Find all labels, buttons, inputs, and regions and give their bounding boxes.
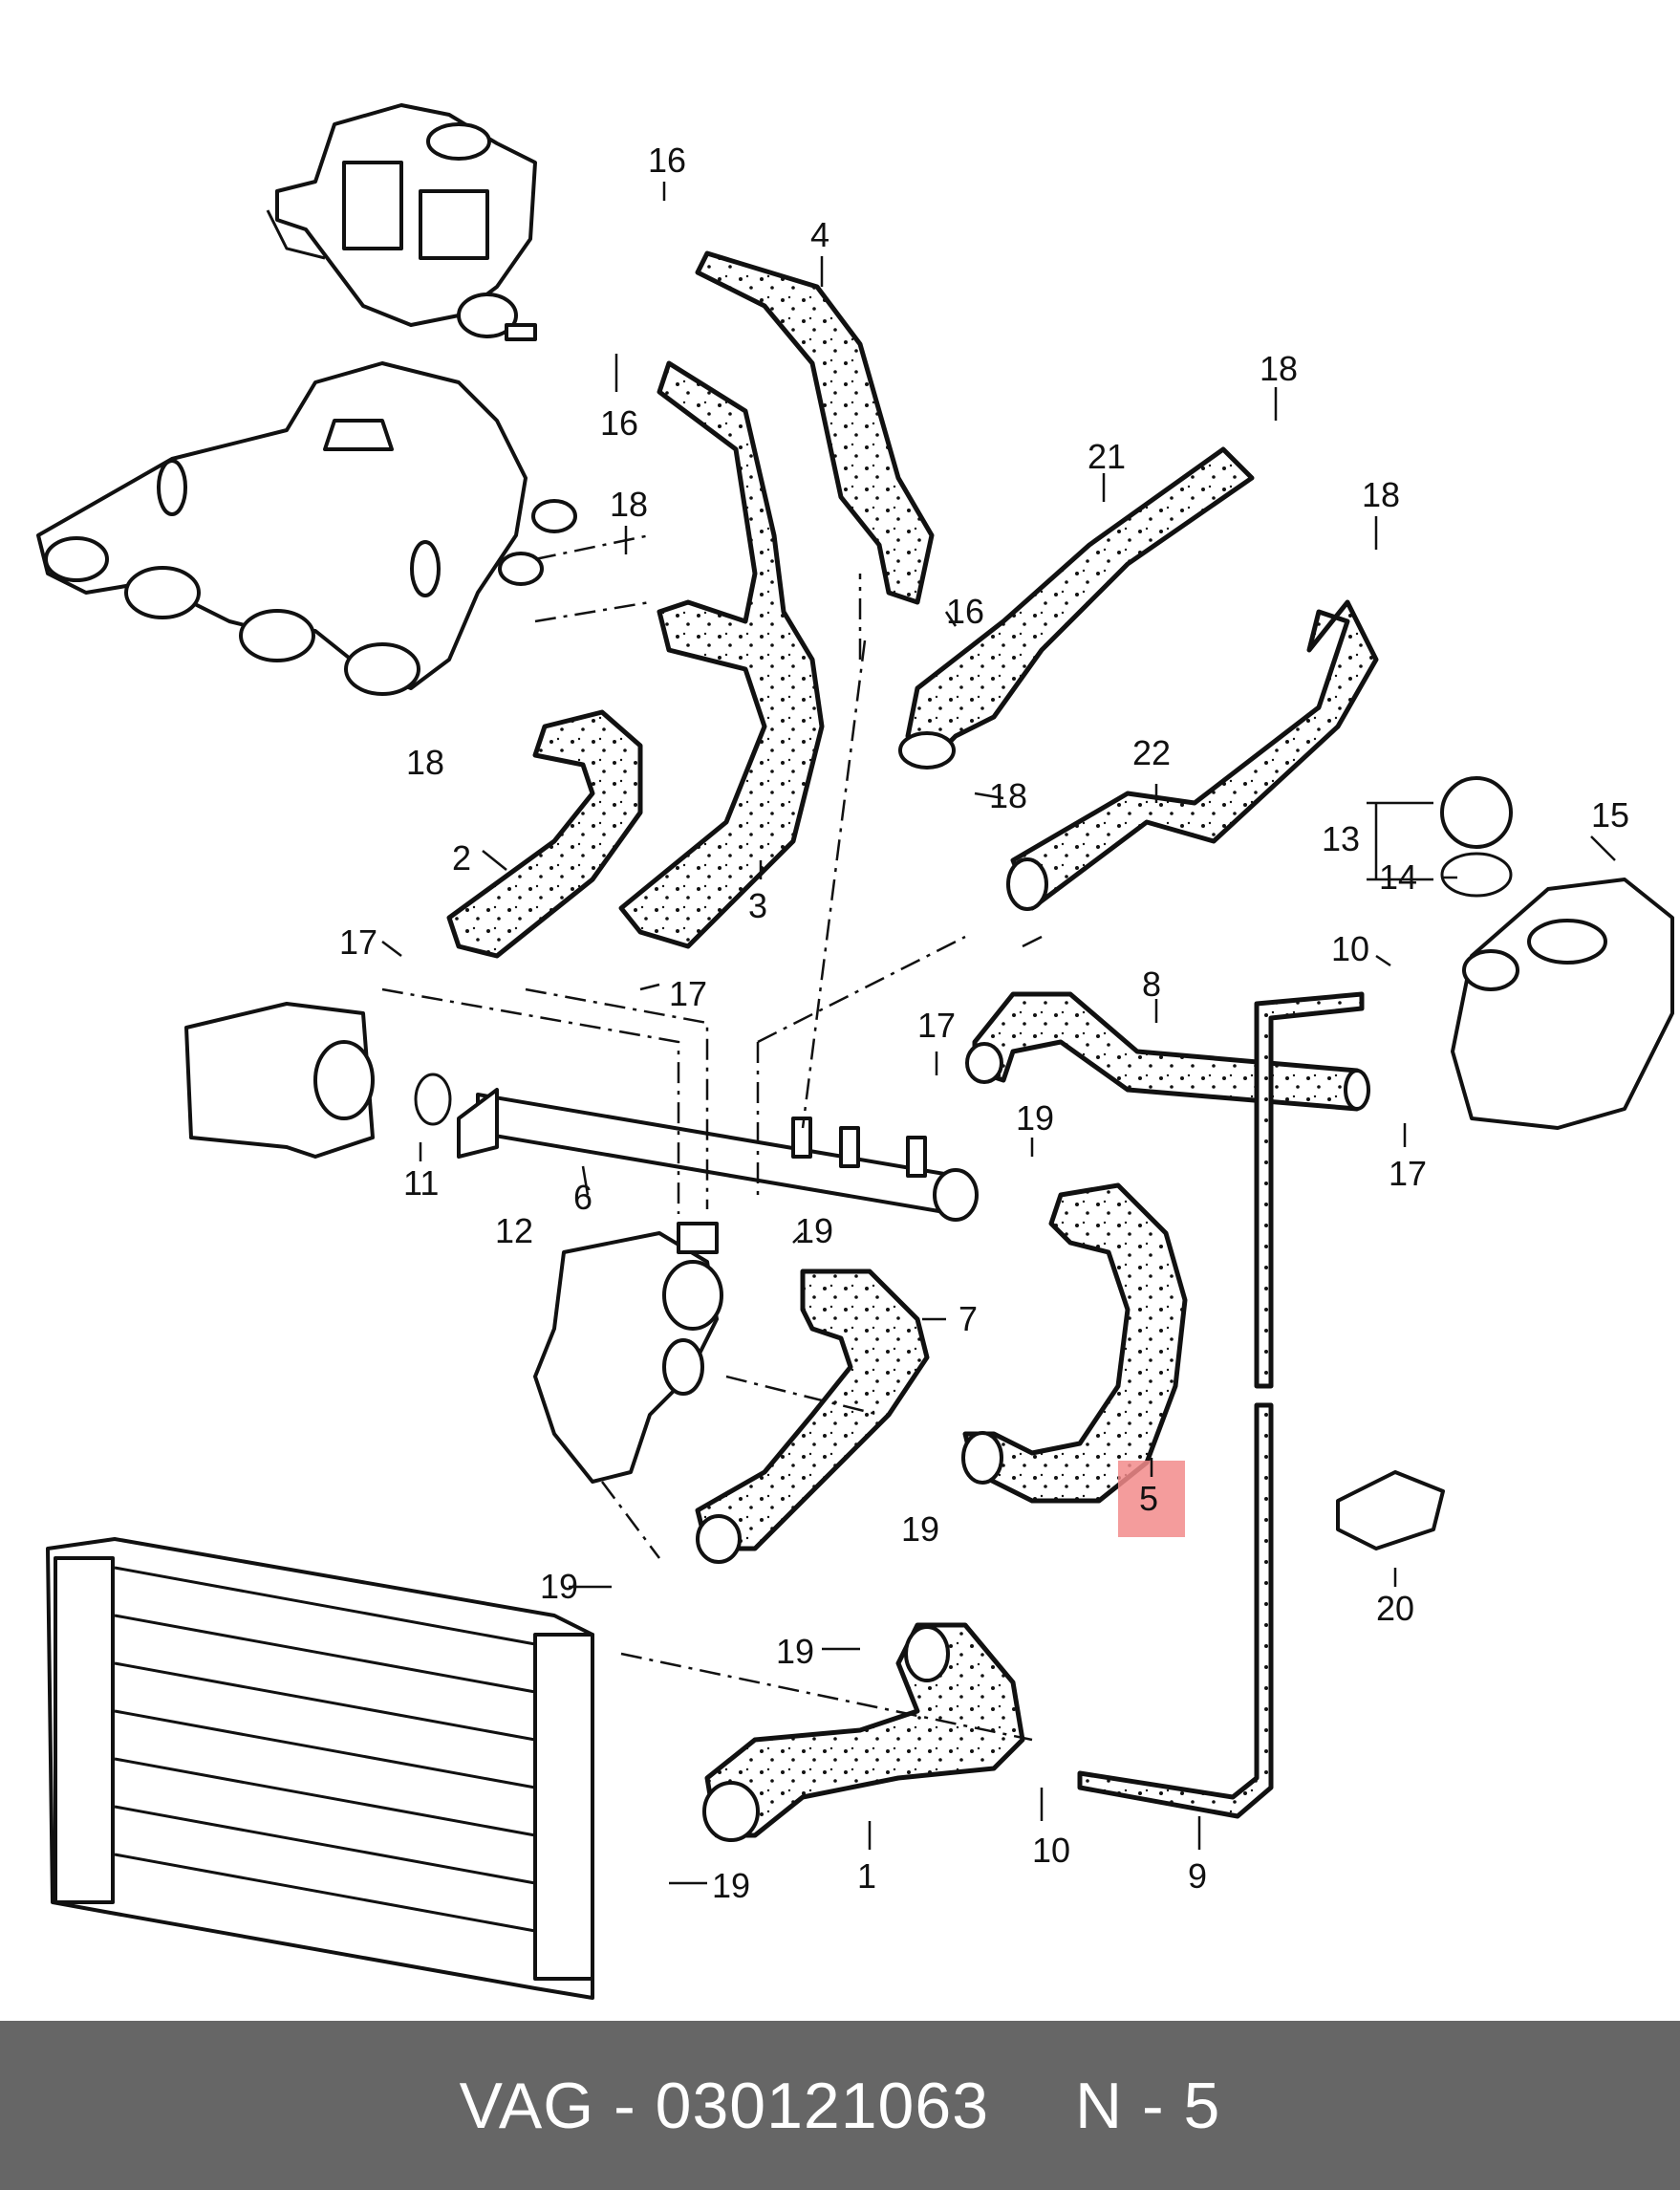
callout-12: 12 (495, 1211, 533, 1250)
callout-19-pipe: 19 (1016, 1098, 1054, 1138)
callout-2: 2 (452, 838, 471, 878)
callout-10-tank: 10 (1331, 929, 1369, 968)
part-number: 030121063 (655, 2069, 990, 2142)
callout-10-bottom: 10 (1032, 1831, 1070, 1870)
part-number-footer: VAG - 030121063 N - 5 (0, 2021, 1680, 2190)
callout-18-left-upper: 18 (610, 485, 648, 524)
separator: - (614, 2069, 636, 2142)
callout-8: 8 (1142, 965, 1161, 1004)
callout-9: 9 (1188, 1856, 1207, 1896)
callout-19-radiator-bottom: 19 (712, 1866, 750, 1905)
callout-17-center: 17 (669, 974, 707, 1013)
callout-7: 7 (958, 1299, 978, 1338)
callout-19-hose1: 19 (776, 1632, 814, 1671)
coolant-hoses-diagram: 16 4 16 18 21 18 18 16 18 22 13 15 14 18… (36, 103, 1674, 2000)
callout-18-right: 18 (1362, 475, 1400, 514)
callout-18-top-right: 18 (1260, 349, 1298, 388)
callout-17-pipe: 17 (917, 1006, 956, 1045)
position-label: N - 5 (1075, 2069, 1221, 2142)
callout-19-hose7: 19 (901, 1509, 939, 1549)
callout-6: 6 (573, 1178, 592, 1217)
callout-17-left: 17 (339, 922, 377, 962)
callout-18-left-lower: 18 (406, 743, 444, 782)
callout-15: 15 (1591, 795, 1629, 835)
callout-16-top: 16 (648, 141, 686, 180)
callout-21: 21 (1088, 437, 1126, 476)
callout-1: 1 (857, 1856, 876, 1896)
callout-11: 11 (403, 1163, 439, 1203)
callout-4: 4 (810, 215, 829, 254)
carburetor-drawing (266, 103, 537, 341)
callout-19-thermostat: 19 (795, 1211, 833, 1250)
callout-3: 3 (748, 886, 767, 925)
callout-16-center: 16 (946, 592, 984, 631)
part-callouts: 16 4 16 18 21 18 18 16 18 22 13 15 14 18… (339, 141, 1629, 1905)
radiator-drawing (46, 1537, 594, 2000)
callout-22: 22 (1132, 733, 1171, 772)
thermostat-housing-drawing (533, 1222, 723, 1484)
callout-14: 14 (1379, 857, 1417, 897)
brand-label: VAG (459, 2069, 595, 2142)
expansion-tank-drawing (1440, 776, 1674, 1130)
callout-20: 20 (1376, 1589, 1414, 1628)
callout-19-radiator-top: 19 (540, 1567, 578, 1606)
callout-13: 13 (1322, 819, 1360, 858)
callout-17-tank: 17 (1389, 1154, 1427, 1193)
callout-16-left: 16 (600, 403, 638, 443)
coolant-pipe-drawing (414, 1073, 979, 1222)
intake-manifold-drawing (36, 361, 577, 696)
callout-5: 5 (1139, 1479, 1158, 1518)
callout-18-center: 18 (989, 776, 1027, 815)
